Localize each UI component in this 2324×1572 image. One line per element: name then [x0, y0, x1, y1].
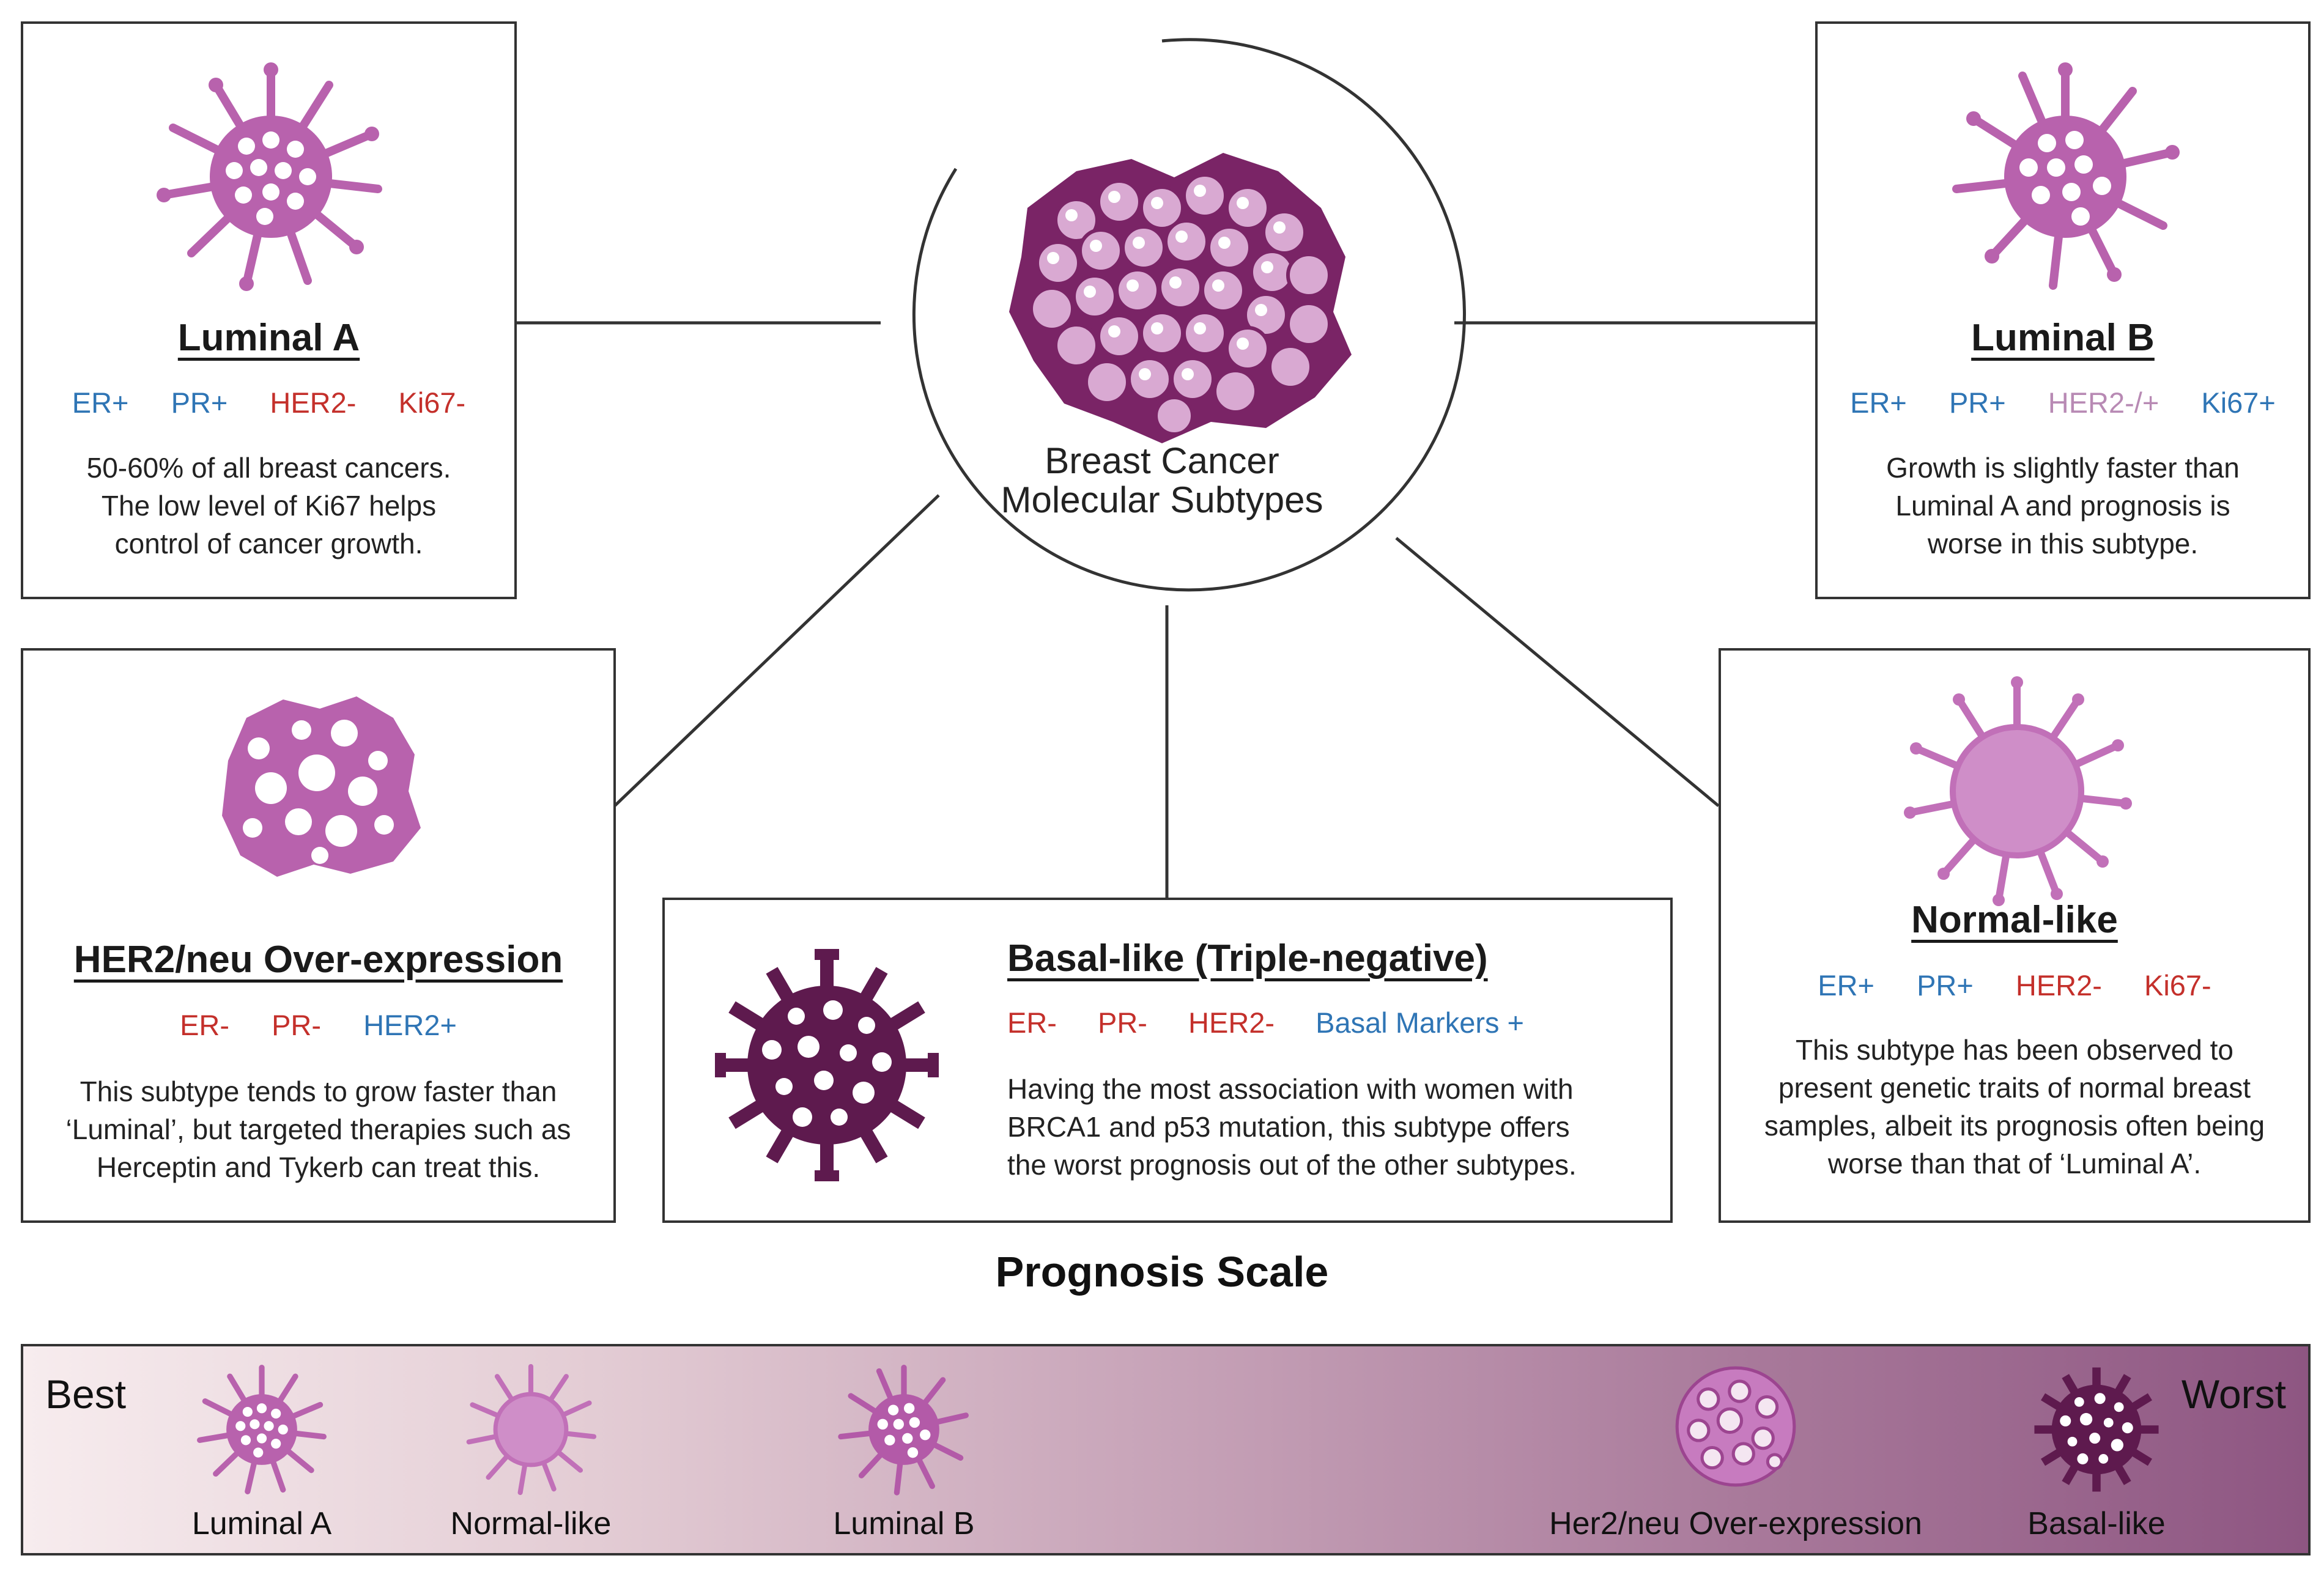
- luminal-a-desc-line: The low level of Ki67 helps: [101, 490, 437, 522]
- luminal-a-marker-er: ER+: [72, 386, 129, 419]
- her2-markers: ER- PR- HER2+: [23, 1008, 613, 1042]
- scale-item-label: Her2/neu Over-expression: [1549, 1506, 1922, 1541]
- her2-description: This subtype tends to grow faster than ‘…: [23, 1072, 613, 1186]
- her2-cell-icon: [1675, 1366, 1796, 1487]
- basal-description: Having the most association with women w…: [1007, 1070, 1577, 1184]
- luminal-b-desc-line: Luminal A and prognosis is: [1895, 490, 2230, 522]
- luminal-a-markers: ER+ PR+ HER2- Ki67-: [23, 386, 514, 419]
- luminal-b-markers: ER+ PR+ HER2-/+ Ki67+: [1818, 386, 2308, 419]
- scale-item-basal: Basal-like: [1980, 1346, 2213, 1553]
- scale-item-luminal-b: Luminal B: [775, 1346, 1032, 1553]
- luminal-b-panel: Luminal B ER+ PR+ HER2-/+ Ki67+ Growth i…: [1815, 21, 2311, 599]
- luminal-a-desc-line: control of cancer growth.: [114, 528, 423, 559]
- luminal-a-marker-pr: PR+: [171, 386, 228, 419]
- connector-normal-like: [1395, 537, 1720, 807]
- scale-item-label: Normal-like: [450, 1506, 612, 1541]
- her2-panel: HER2/neu Over-expression ER- PR- HER2+ T…: [21, 648, 616, 1223]
- normal-like-description: This subtype has been observed to presen…: [1721, 1031, 2308, 1183]
- her2-desc-line: Herceptin and Tykerb can treat this.: [96, 1151, 541, 1183]
- basal-marker-pr: PR-: [1098, 1006, 1147, 1039]
- normal-like-marker-er: ER+: [1818, 969, 1875, 1002]
- scale-worst-label: Worst: [2181, 1371, 2286, 1417]
- luminal-a-cell-icon: [197, 1365, 327, 1494]
- scale-item-label: Luminal A: [191, 1506, 332, 1541]
- basal-marker-basal: Basal Markers +: [1316, 1006, 1524, 1039]
- scale-best-label: Best: [45, 1371, 127, 1417]
- basal-marker-her2: HER2-: [1188, 1006, 1275, 1039]
- center-label-line2: Molecular Subtypes: [1001, 479, 1323, 520]
- luminal-b-title: Luminal B: [1971, 317, 2155, 359]
- normal-like-panel: Normal-like ER+ PR+ HER2- Ki67- This sub…: [1719, 648, 2311, 1223]
- normal-like-cell-icon: [1904, 676, 2132, 906]
- normal-like-desc-line: This subtype has been observed to: [1795, 1034, 2233, 1066]
- normal-like-marker-ki67: Ki67-: [2144, 969, 2211, 1002]
- basal-cell-icon: [715, 949, 939, 1181]
- her2-desc-line: ‘Luminal’, but targeted therapies such a…: [65, 1113, 571, 1145]
- basal-markers: ER- PR- HER2- Basal Markers +: [1007, 1006, 1557, 1039]
- normal-like-marker-pr: PR+: [1917, 969, 1974, 1002]
- basal-desc-line: the worst prognosis out of the other sub…: [1007, 1149, 1577, 1181]
- luminal-b-description: Growth is slightly faster than Luminal A…: [1818, 449, 2308, 563]
- luminal-b-cell-icon: [838, 1365, 969, 1496]
- normal-like-desc-line: samples, albeit its prognosis often bein…: [1764, 1110, 2265, 1142]
- luminal-b-marker-pr: PR+: [1948, 386, 2006, 419]
- luminal-b-cell-icon: [1952, 62, 2180, 290]
- luminal-a-marker-her2: HER2-: [270, 386, 357, 419]
- normal-like-cell-icon: [466, 1364, 597, 1496]
- normal-like-desc-line: worse than that of ‘Luminal A’.: [1827, 1148, 2202, 1179]
- her2-marker-er: ER-: [180, 1009, 230, 1041]
- luminal-a-desc-line: 50-60% of all breast cancers.: [86, 452, 451, 484]
- luminal-a-cell-icon: [157, 62, 382, 291]
- scale-item-normal-like: Normal-like: [396, 1346, 665, 1553]
- center-circle-arc: [912, 38, 1466, 592]
- luminal-a-marker-ki67: Ki67-: [398, 386, 466, 419]
- tumor-cluster-icon: [991, 135, 1370, 452]
- prognosis-scale-bar: Best Worst Luminal A: [21, 1344, 2311, 1555]
- basal-panel: Basal-like (Triple-negative) ER- PR- HER…: [662, 898, 1673, 1223]
- normal-like-markers: ER+ PR+ HER2- Ki67-: [1721, 969, 2308, 1002]
- scale-item-label: Luminal B: [833, 1506, 975, 1541]
- basal-cell-icon: [2034, 1367, 2159, 1492]
- normal-like-desc-line: present genetic traits of normal breast: [1778, 1072, 2251, 1104]
- luminal-b-desc-line: Growth is slightly faster than: [1886, 452, 2240, 484]
- center-label-line1: Breast Cancer: [1045, 440, 1279, 481]
- her2-marker-her2: HER2+: [363, 1009, 457, 1041]
- scale-item-label: Basal-like: [2027, 1506, 2166, 1541]
- her2-title: HER2/neu Over-expression: [73, 939, 563, 981]
- basal-title: Basal-like (Triple-negative): [1007, 937, 1488, 980]
- her2-desc-line: This subtype tends to grow faster than: [80, 1076, 557, 1107]
- luminal-b-marker-her2: HER2-/+: [2048, 386, 2159, 419]
- basal-desc-line: Having the most association with women w…: [1007, 1073, 1574, 1105]
- luminal-b-marker-ki67: Ki67+: [2201, 386, 2276, 419]
- basal-desc-line: BRCA1 and p53 mutation, this subtype off…: [1007, 1111, 1570, 1143]
- normal-like-title: Normal-like: [1911, 899, 2118, 941]
- scale-item-her2: Her2/neu Over-expression: [1485, 1346, 1986, 1553]
- her2-marker-pr: PR-: [272, 1009, 322, 1041]
- normal-like-marker-her2: HER2-: [2015, 969, 2102, 1002]
- luminal-b-marker-er: ER+: [1850, 386, 1907, 419]
- luminal-a-description: 50-60% of all breast cancers. The low le…: [23, 449, 514, 563]
- connector-her2: [613, 494, 940, 807]
- basal-marker-er: ER-: [1007, 1006, 1057, 1039]
- scale-item-luminal-a: Luminal A: [133, 1346, 390, 1553]
- luminal-b-desc-line: worse in this subtype.: [1927, 528, 2199, 559]
- her2-cell-icon: [222, 696, 421, 877]
- prognosis-scale-title: Prognosis Scale: [995, 1248, 1329, 1296]
- luminal-a-panel: Luminal A ER+ PR+ HER2- Ki67- 50-60% of …: [21, 21, 517, 599]
- luminal-a-title: Luminal A: [177, 317, 360, 359]
- center-label: Breast Cancer Molecular Subtypes: [881, 441, 1443, 520]
